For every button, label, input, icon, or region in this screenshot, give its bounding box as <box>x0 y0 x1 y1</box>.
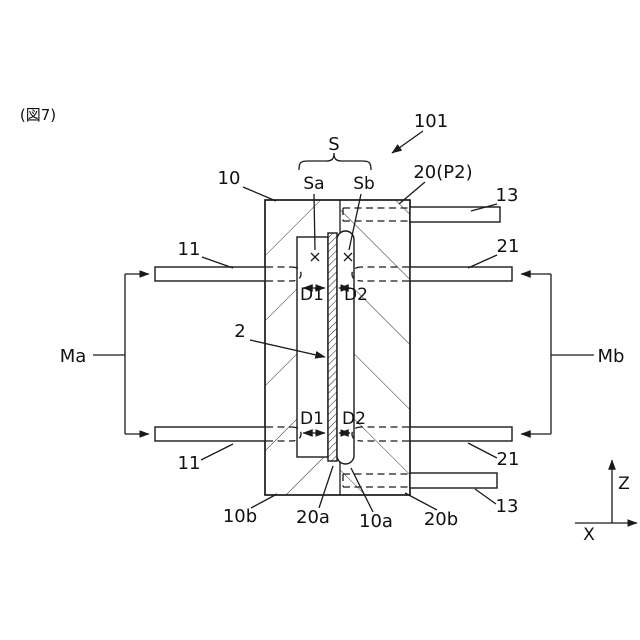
label-mb: Mb <box>598 346 625 367</box>
label-d2-top: D2 <box>344 285 368 305</box>
figure-caption: (図7) <box>20 106 56 124</box>
rod21-bottom-tip <box>351 426 363 442</box>
leader-11-top <box>201 256 234 269</box>
label-sa: Sa <box>303 174 324 194</box>
label-13-bottom: 13 <box>496 496 519 517</box>
label-10a: 10a <box>359 511 393 532</box>
label-10b: 10b <box>223 506 257 527</box>
leader-101 <box>391 130 424 154</box>
rod11-top <box>154 266 266 282</box>
coordinate-axes <box>575 459 638 527</box>
label-d1-top: D1 <box>300 285 324 305</box>
rod21-bottom <box>409 426 513 442</box>
leader-21-bottom <box>467 442 498 459</box>
housing-outline <box>264 199 411 496</box>
cavity-sa <box>296 236 329 458</box>
leader-13-bottom <box>474 488 497 505</box>
label-21-bottom: 21 <box>497 449 520 470</box>
label-x-axis: X <box>583 525 595 545</box>
label-21-top: 21 <box>497 236 520 257</box>
leader-20a <box>318 465 334 509</box>
hidden-rod13-lines <box>342 207 409 488</box>
hidden-rod-tips <box>266 266 409 442</box>
leader-20b <box>404 492 438 511</box>
label-11-top: 11 <box>178 239 201 260</box>
label-20a: 20a <box>296 507 330 528</box>
leader-20p2 <box>398 181 426 205</box>
s-brace <box>298 152 372 171</box>
sa-sb-marks <box>310 252 353 262</box>
label-d1-bottom: D1 <box>300 409 324 429</box>
leader-10a <box>350 467 374 513</box>
label-10: 10 <box>218 168 241 189</box>
leader-sa <box>313 193 316 251</box>
label-20b: 20b <box>424 509 458 530</box>
rods <box>154 206 513 489</box>
label-d2-bottom: D2 <box>342 409 366 429</box>
label-13-top: 13 <box>496 185 519 206</box>
rod21-top <box>409 266 513 282</box>
rod13-bottom <box>409 472 498 489</box>
leader-10b <box>250 493 278 509</box>
leader-21-top <box>467 254 498 269</box>
rod11-bottom-tip <box>290 426 302 442</box>
rod11-top-tip <box>290 266 302 282</box>
label-ma: Ma <box>60 346 87 367</box>
inner-structure <box>296 230 355 465</box>
label-101: 101 <box>414 111 448 132</box>
label-sb: Sb <box>353 174 375 194</box>
leader-2 <box>249 339 326 359</box>
rod11-bottom <box>154 426 266 442</box>
cavity-sb <box>336 230 355 465</box>
dimension-arrows <box>302 284 351 437</box>
leader-11-bottom <box>200 443 234 461</box>
label-s: S <box>328 134 339 155</box>
partition-wall-2 <box>327 232 338 462</box>
leader-lines <box>200 130 498 513</box>
leader-10 <box>242 186 277 202</box>
rod21-top-tip <box>351 266 363 282</box>
force-bracket-right <box>520 270 594 438</box>
rod13-top <box>409 206 501 223</box>
label-z-axis: Z <box>618 474 630 494</box>
leader-sb <box>348 193 362 251</box>
label-11-bottom: 11 <box>178 453 201 474</box>
label-20p2: 20(P2) <box>413 162 472 183</box>
leader-13-top <box>470 203 498 212</box>
label-2: 2 <box>234 321 245 342</box>
force-bracket-left <box>93 270 150 438</box>
